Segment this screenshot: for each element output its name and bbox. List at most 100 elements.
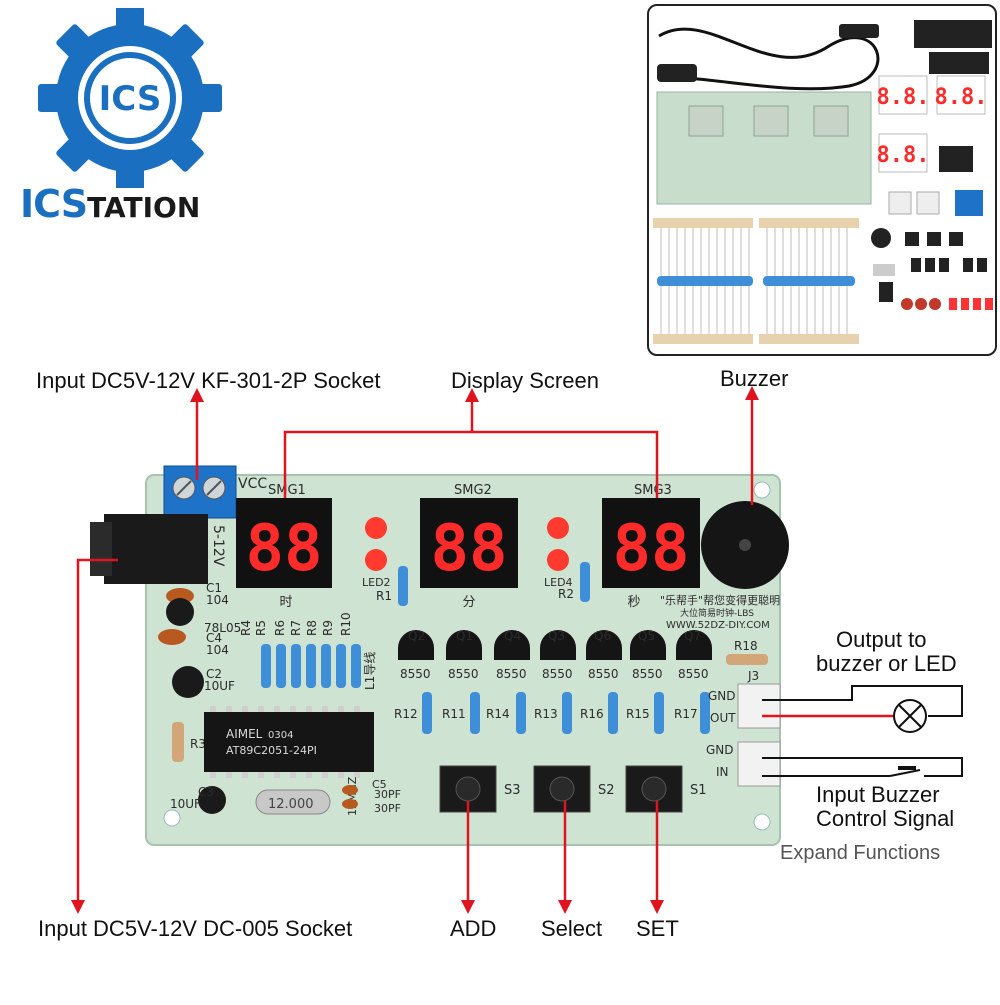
- brand-name: ICSTATION: [20, 182, 200, 226]
- voltage-label: 5-12V: [210, 525, 226, 567]
- r12-label: R12: [394, 707, 418, 721]
- l1-label: L1导线: [363, 652, 377, 690]
- q2-label: Q2: [408, 629, 425, 643]
- kit-contents-photo: 8.8. 8.8. 8.8.: [647, 4, 997, 356]
- crystal-value: 12.000: [268, 797, 314, 812]
- output-schematic: [762, 685, 963, 733]
- arrowheads: [71, 386, 759, 914]
- add-button-label: ADD: [450, 916, 497, 941]
- q5-part: 8550: [632, 667, 663, 681]
- gnd-out-label: GND: [708, 689, 736, 703]
- q7-part: 8550: [678, 667, 709, 681]
- svg-text:88: 88: [430, 512, 507, 586]
- subtitle: 大位简易时钟-LBS: [680, 607, 754, 619]
- smg3-label: SMG3: [634, 483, 672, 498]
- led-indicators: [365, 517, 569, 571]
- q2-part: 8550: [400, 667, 431, 681]
- r8-label: R8: [305, 620, 319, 636]
- usb-cable: [658, 27, 880, 91]
- dc005-socket-label: Input DC5V-12V DC-005 Socket: [38, 916, 353, 941]
- out-label: OUT: [710, 711, 736, 725]
- r17-label: R17: [674, 707, 698, 721]
- c1-value: 104: [206, 593, 229, 607]
- seven-segment-modules: 8.8. 8.8. 8.8.: [877, 75, 988, 173]
- j3-connectors: [737, 683, 781, 787]
- r15-label: R15: [626, 707, 650, 721]
- brand-name-part1: ICS: [20, 182, 88, 226]
- buzzer-label: Buzzer: [720, 366, 789, 391]
- display-smg3: 88: [602, 498, 700, 588]
- display-smg1: 88: [236, 498, 332, 588]
- unit-second: 秒: [627, 595, 640, 610]
- q6-part: 8550: [588, 667, 619, 681]
- input-signal-line2: Control Signal: [816, 806, 955, 831]
- q3-part: 8550: [542, 667, 573, 681]
- pushbuttons: [439, 765, 683, 813]
- kf301-terminal-block: [163, 465, 237, 519]
- r4-label: R4: [239, 620, 253, 636]
- r13-label: R13: [534, 707, 558, 721]
- gnd-in-label: GND: [706, 743, 734, 757]
- display-screen-label: Display Screen: [451, 368, 599, 393]
- s1-label: S1: [690, 783, 707, 798]
- brand-name-part2: TATION: [87, 191, 201, 224]
- smg2-label: SMG2: [454, 483, 492, 498]
- r6-label: R6: [273, 620, 287, 636]
- c2-value: 10UF: [204, 679, 235, 693]
- q6-label: Q6: [594, 629, 611, 643]
- input-schematic: [762, 757, 963, 777]
- select-button-label: Select: [541, 916, 603, 941]
- c5-label: C5: [372, 778, 387, 791]
- chip-code: 0304: [268, 730, 293, 741]
- s3-label: S3: [504, 783, 521, 798]
- buzzer-component: [701, 501, 789, 589]
- output-label-line2: buzzer or LED: [816, 651, 957, 676]
- unit-minute: 分: [462, 595, 475, 610]
- c3-value: 10UF: [170, 797, 201, 811]
- transistor-row: [398, 630, 712, 660]
- output-label-line1: Output to: [836, 627, 927, 652]
- c3-label: C3: [198, 785, 214, 799]
- crystal-oscillator: [255, 789, 331, 815]
- c2-label: C2: [206, 667, 222, 681]
- slogan: "乐帮手"帮您变得更聪明: [660, 593, 780, 607]
- microcontroller-chip: [204, 706, 374, 778]
- s2-label: S2: [598, 783, 615, 798]
- r3-label: R3: [190, 737, 206, 751]
- c6-value: 30PF: [374, 802, 401, 815]
- crystal-freq: 12MHZ: [346, 776, 359, 816]
- resistor-row-middle: [422, 692, 710, 734]
- dc005-jack: [90, 514, 208, 584]
- resistor-bank: [261, 644, 361, 688]
- display-smg2: 88: [420, 498, 518, 588]
- c4-label: C4: [206, 631, 222, 645]
- chip-model: AT89C2051-24PI: [226, 744, 317, 757]
- in-label: IN: [716, 765, 729, 779]
- j3-label: J3: [747, 669, 759, 683]
- q7-label: Q7: [684, 629, 701, 643]
- r2-label: R2: [558, 587, 574, 601]
- r11-label: R11: [442, 707, 466, 721]
- r9-label: R9: [321, 620, 335, 636]
- callout-arrows: [76, 392, 895, 908]
- led4-label: LED4: [544, 576, 573, 589]
- svg-text:88: 88: [245, 512, 322, 586]
- brand-logo: ICS: [30, 6, 230, 218]
- r16-label: R16: [580, 707, 604, 721]
- r7-label: R7: [289, 620, 303, 636]
- expand-functions-label: Expand Functions: [780, 842, 941, 864]
- regulator-label: 78L05: [204, 621, 241, 635]
- svg-text:8.8.: 8.8.: [935, 85, 988, 110]
- r14-label: R14: [486, 707, 510, 721]
- svg-text:8.8.: 8.8.: [877, 143, 930, 168]
- r1-label: R1: [376, 589, 392, 603]
- chip-brand: AIMEL: [226, 727, 263, 741]
- r5-label: R5: [254, 620, 268, 636]
- q1-part: 8550: [448, 667, 479, 681]
- c1-label: C1: [206, 581, 222, 595]
- r10-label: R10: [339, 612, 353, 636]
- smg1-label: SMG1: [268, 483, 306, 498]
- q5-label: Q5: [638, 629, 655, 643]
- q3-label: Q3: [548, 629, 565, 643]
